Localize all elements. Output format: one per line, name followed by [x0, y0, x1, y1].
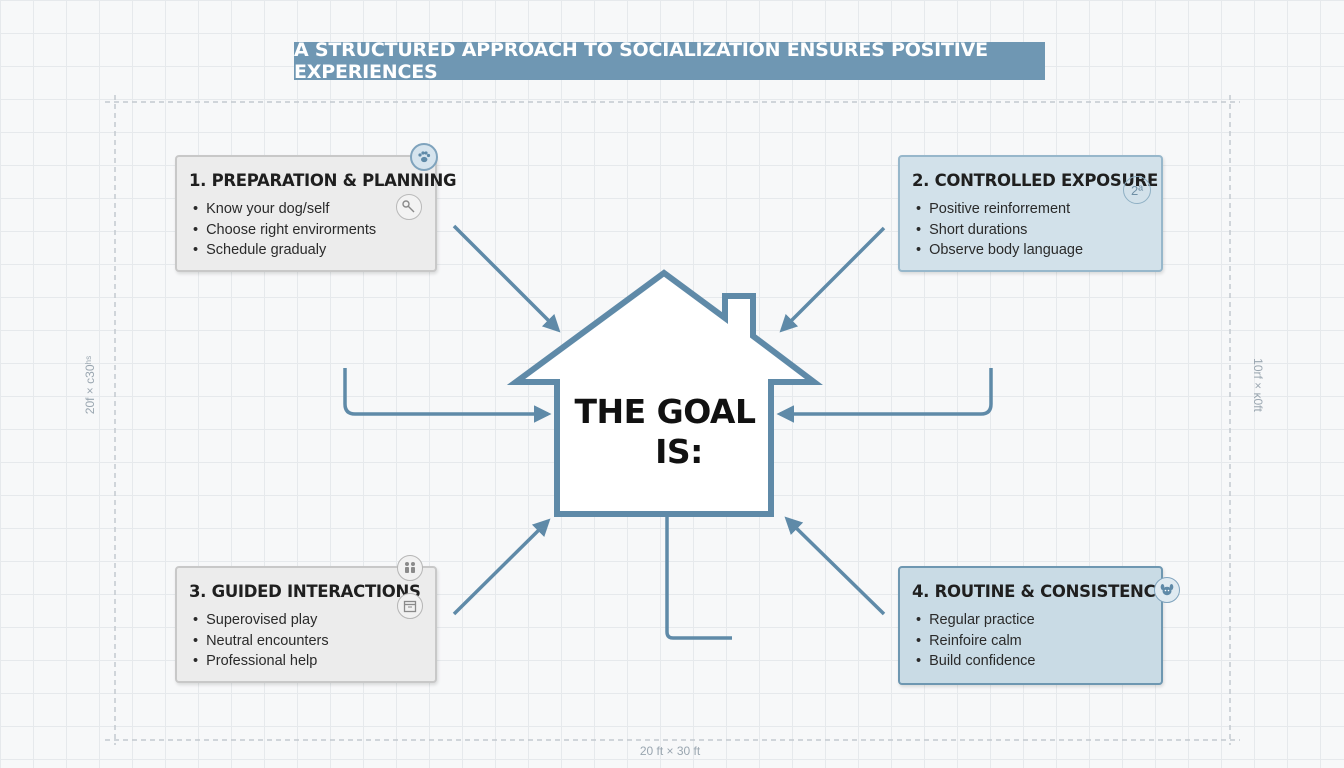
title-banner: A STRUCTURED APPROACH TO SOCIALIZATION E…	[294, 39, 1045, 83]
dog-face-icon	[1154, 577, 1180, 603]
dimension-label-right: 10rf × κ0ft	[1251, 358, 1265, 412]
card-guided-interactions: 3. GUIDED INTERACTIONS Superovised play …	[175, 566, 437, 683]
card-heading: 3. GUIDED INTERACTIONS	[189, 582, 421, 601]
arrow-right-bracket	[776, 368, 993, 423]
key-icon	[396, 194, 422, 220]
list-item: Observe body language	[916, 240, 1149, 261]
list-item: Short durations	[916, 220, 1149, 241]
goal-line-2: IS:	[655, 432, 703, 471]
badge-text: 2ª	[1130, 182, 1144, 198]
number-badge-icon: 2ª	[1123, 176, 1151, 204]
arrow-left-bracket	[343, 368, 552, 423]
people-icon	[397, 555, 423, 581]
dimension-frame	[105, 95, 1240, 745]
calendar-icon	[397, 593, 423, 619]
title-text: A STRUCTURED APPROACH TO SOCIALIZATION E…	[294, 39, 988, 83]
list-item: Build confidence	[916, 651, 1149, 672]
center-goal-text: THE GOAL IS:	[560, 392, 770, 472]
list-item: Know your dog/self	[193, 199, 423, 220]
dimension-label-bottom: 20 ft × 30 ft	[639, 744, 701, 758]
list-item: Professional help	[193, 651, 423, 672]
list-item: Superovised play	[193, 610, 423, 631]
card-heading: 4. ROUTINE & CONSISTENCY	[912, 582, 1168, 601]
card-heading: 1. PREPARATION & PLANNING	[189, 171, 457, 190]
dimension-label-left: 20f × c30ʰˢ	[83, 355, 97, 415]
arrow-from-card-2	[779, 226, 886, 333]
card-heading: 2. CONTROLLED EXPOSURE	[912, 171, 1158, 190]
goal-line-1: THE GOAL	[574, 392, 756, 431]
arrow-from-card-1	[452, 224, 561, 333]
list-item: Reinfoire calm	[916, 631, 1149, 652]
arrow-from-card-4	[784, 516, 886, 616]
paw-icon	[410, 143, 438, 171]
bottom-connector	[665, 516, 732, 640]
list-item: Positive reinforrement	[916, 199, 1149, 220]
list-item: Neutral encounters	[193, 631, 423, 652]
card-preparation-planning: 1. PREPARATION & PLANNING Know your dog/…	[175, 155, 457, 272]
list-item: Schedule gradualy	[193, 240, 423, 261]
card-controlled-exposure: 2. CONTROLLED EXPOSURE Positive reinforr…	[898, 155, 1163, 272]
arrow-from-card-3	[452, 518, 551, 616]
card-routine-consistency: 4. ROUTINE & CONSISTENCY Regular practic…	[898, 566, 1168, 685]
list-item: Choose right envirorments	[193, 220, 423, 241]
list-item: Regular practice	[916, 610, 1149, 631]
house-outline	[506, 269, 823, 517]
